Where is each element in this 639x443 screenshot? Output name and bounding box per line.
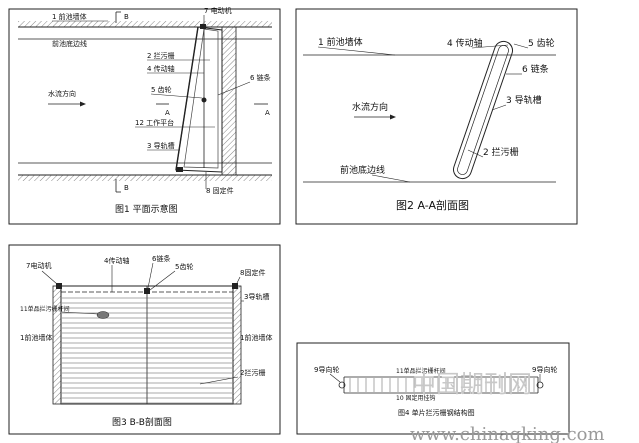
fig4-right-wheel-label: 9导向轮	[532, 365, 557, 374]
fig1-rack-label: 2 拦污栅	[147, 51, 175, 60]
fig3-support-label: 8固定件	[240, 268, 265, 277]
fig3-rail-label: 3导轨槽	[244, 292, 269, 301]
fig1-motor-label: 7 电动机	[204, 6, 232, 15]
fig1-chain-label: 6 链条	[250, 73, 271, 82]
fig2-bottom-leader	[371, 174, 411, 183]
fig1-rack-inner	[183, 28, 219, 169]
fig2-gear-leader	[513, 43, 529, 49]
fig2-rail-leader	[491, 104, 507, 111]
fig1-caption: 图1 平面示意图	[115, 203, 178, 215]
fig4-left-wheel-label: 9导向轮	[314, 365, 339, 374]
fig2-frame	[295, 8, 578, 225]
fig4-bars	[349, 378, 535, 392]
fig3-support-leader	[236, 276, 241, 284]
fig2-gear-label: 5 齿轮	[528, 37, 555, 49]
watermark-url: www.chinaqking.com	[410, 424, 605, 443]
watermark-cn: 中国期刊网	[412, 370, 532, 398]
fig3-rack-label: 2拦污栅	[240, 368, 265, 377]
fig2-chain-label: 6 链条	[522, 63, 549, 75]
fig3-wall-right-label: 1前池墙体	[240, 333, 272, 342]
fig4-single-rack: 9导向轮 9导向轮 11单品拦污栅杆间 10 固定用挂钩 图4 单片拦污栅钢结构…	[296, 342, 570, 435]
fig1-frame	[8, 8, 281, 225]
fig1-shaft-label: 4 传动轴	[147, 64, 175, 73]
fig4-mid-bottom-label: 10 固定用挂钩	[396, 394, 436, 402]
fig4-left-wheel	[338, 381, 346, 389]
fig1-bottom-edge-label: 前池底边线	[52, 39, 87, 48]
fig3-chain-leader	[147, 262, 154, 289]
fig1-chain-leader	[217, 81, 251, 96]
fig1-rail	[175, 26, 199, 171]
fig3-gear-leader	[149, 270, 176, 291]
fig3-wall-left-label: 1前池墙体	[20, 333, 52, 342]
fig2-rack-label: 2 拦污栅	[483, 146, 519, 158]
fig1-motor-mark	[200, 24, 206, 29]
fig1-sec-a-left: A	[165, 109, 170, 117]
fig2-rack-inner	[457, 45, 509, 175]
fig1-rail-label: 3 导轨槽	[147, 141, 175, 150]
fig2-rail-label: 3 导轨槽	[506, 94, 542, 106]
fig4-frame	[296, 342, 570, 435]
fig2-shaft-leader	[471, 44, 509, 49]
fig1-sec-b-top: B	[124, 13, 129, 21]
fig1-bot-wall-hatch	[18, 175, 272, 181]
fig1-support-label: 8 固定件	[206, 186, 234, 195]
fig3-motor-label: 7电动机	[26, 261, 51, 270]
fig3-motor-leader	[41, 270, 58, 285]
fig3-section-bb: 7电动机 4传动轴 6链条 5齿轮 8固定件 3导轨槽 1前池墙体 1前池墙体 …	[8, 244, 281, 435]
fig4-left-wheel-leader	[329, 373, 341, 383]
fig2-shaft-label: 4 传动轴	[447, 37, 483, 49]
fig3-left-wall	[52, 285, 62, 405]
fig2-flow-label: 水流方向	[352, 101, 388, 113]
fig3-gear-block	[144, 288, 150, 294]
fig3-right-wall	[232, 285, 242, 405]
fig1-sec-b-bot: B	[124, 184, 129, 192]
fig1-top-wall-hatch	[18, 21, 272, 27]
fig2-wall-leader	[317, 46, 396, 56]
fig3-bars	[62, 297, 232, 404]
fig1-flow-label: 水流方向	[48, 89, 76, 98]
fig3-gear-label: 5齿轮	[175, 262, 193, 271]
fig2-caption: 图2 A-A剖面图	[396, 198, 469, 212]
fig1-wall-label: 1 前池墙体	[52, 12, 87, 21]
fig3-shaft-label: 4传动轴	[104, 256, 129, 265]
fig3-motor-block	[56, 283, 62, 289]
fig4-caption: 图4 单片拦污栅钢结构图	[398, 408, 475, 417]
fig2-wall-label: 1 前池墙体	[318, 36, 363, 48]
fig2-flow-arrowhead	[390, 114, 396, 120]
fig2-section-aa: 水流方向 1 前池墙体 4 传动轴 5 齿轮 6 链条 3 导轨槽 2 拦污栅 …	[295, 8, 578, 225]
fig3-small-left-label: 11单品拦污栅杆间	[20, 305, 70, 313]
fig1-sec-a-right: A	[265, 109, 270, 117]
fig1-gear-label: 5 齿轮	[151, 85, 172, 94]
fig1-support-mark	[176, 167, 183, 172]
fig3-support-block	[232, 283, 238, 289]
fig1-flow-arrowhead	[80, 101, 86, 107]
fig2-rack-group	[452, 40, 514, 180]
fig3-frame	[8, 244, 281, 435]
fig1-plan-view: B B A A 水流方向 1 前池墙体 前池底边线 7 电动机 2 拦污栅 4 …	[8, 6, 281, 225]
fig1-rack	[175, 26, 223, 173]
fig3-debris	[96, 311, 110, 319]
fig1-gear-mark	[201, 97, 207, 103]
fig3-small-left-leader	[61, 311, 99, 315]
fig2-rack-leader	[467, 149, 484, 158]
fig4-mid-top-label: 11单品拦污栅杆间	[396, 367, 446, 375]
fig3-rack-leader	[199, 376, 239, 385]
fig2-rack-outer	[452, 40, 514, 180]
fig1-platform-label: 12 工作平台	[135, 118, 174, 127]
fig1-support-wall	[221, 26, 237, 176]
fig1-gear-leader	[150, 93, 203, 99]
fig3-chain-label: 6链条	[152, 254, 170, 263]
fig2-bottom-label: 前池底边线	[340, 164, 385, 176]
fig3-caption: 图3 B-B剖面图	[112, 416, 172, 428]
